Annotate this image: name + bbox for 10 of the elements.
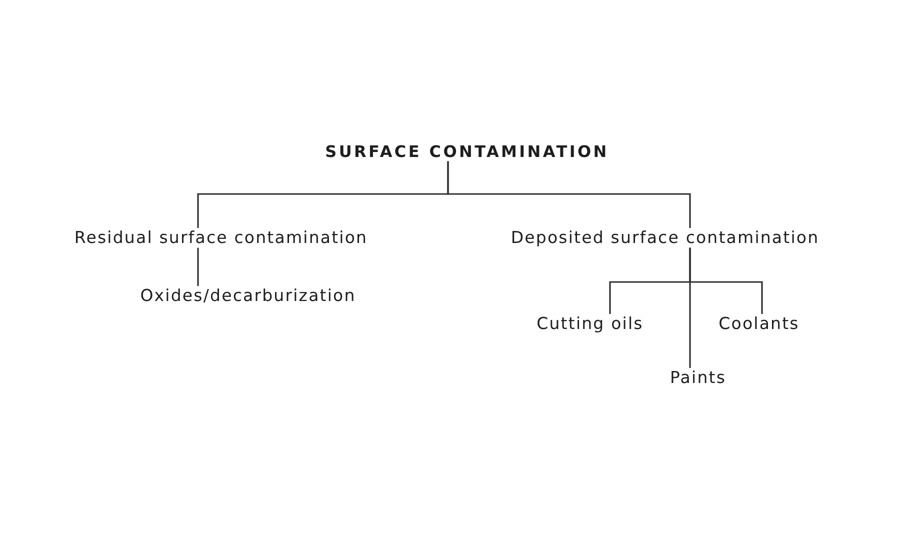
- category-text: Oxides/decarburization: [140, 286, 356, 306]
- category-text: Coolants: [718, 314, 800, 334]
- connector-line: [689, 248, 691, 368]
- category-text: Cutting oils: [536, 314, 644, 334]
- connector-line: [197, 248, 199, 286]
- category-text: Residual surface contamination: [74, 228, 368, 248]
- connector-line: [447, 161, 691, 228]
- root-heading-text: SURFACE CONTAMINATION: [325, 142, 609, 162]
- category-text: Paints: [670, 368, 726, 388]
- category-text: Deposited surface contamination: [510, 228, 820, 248]
